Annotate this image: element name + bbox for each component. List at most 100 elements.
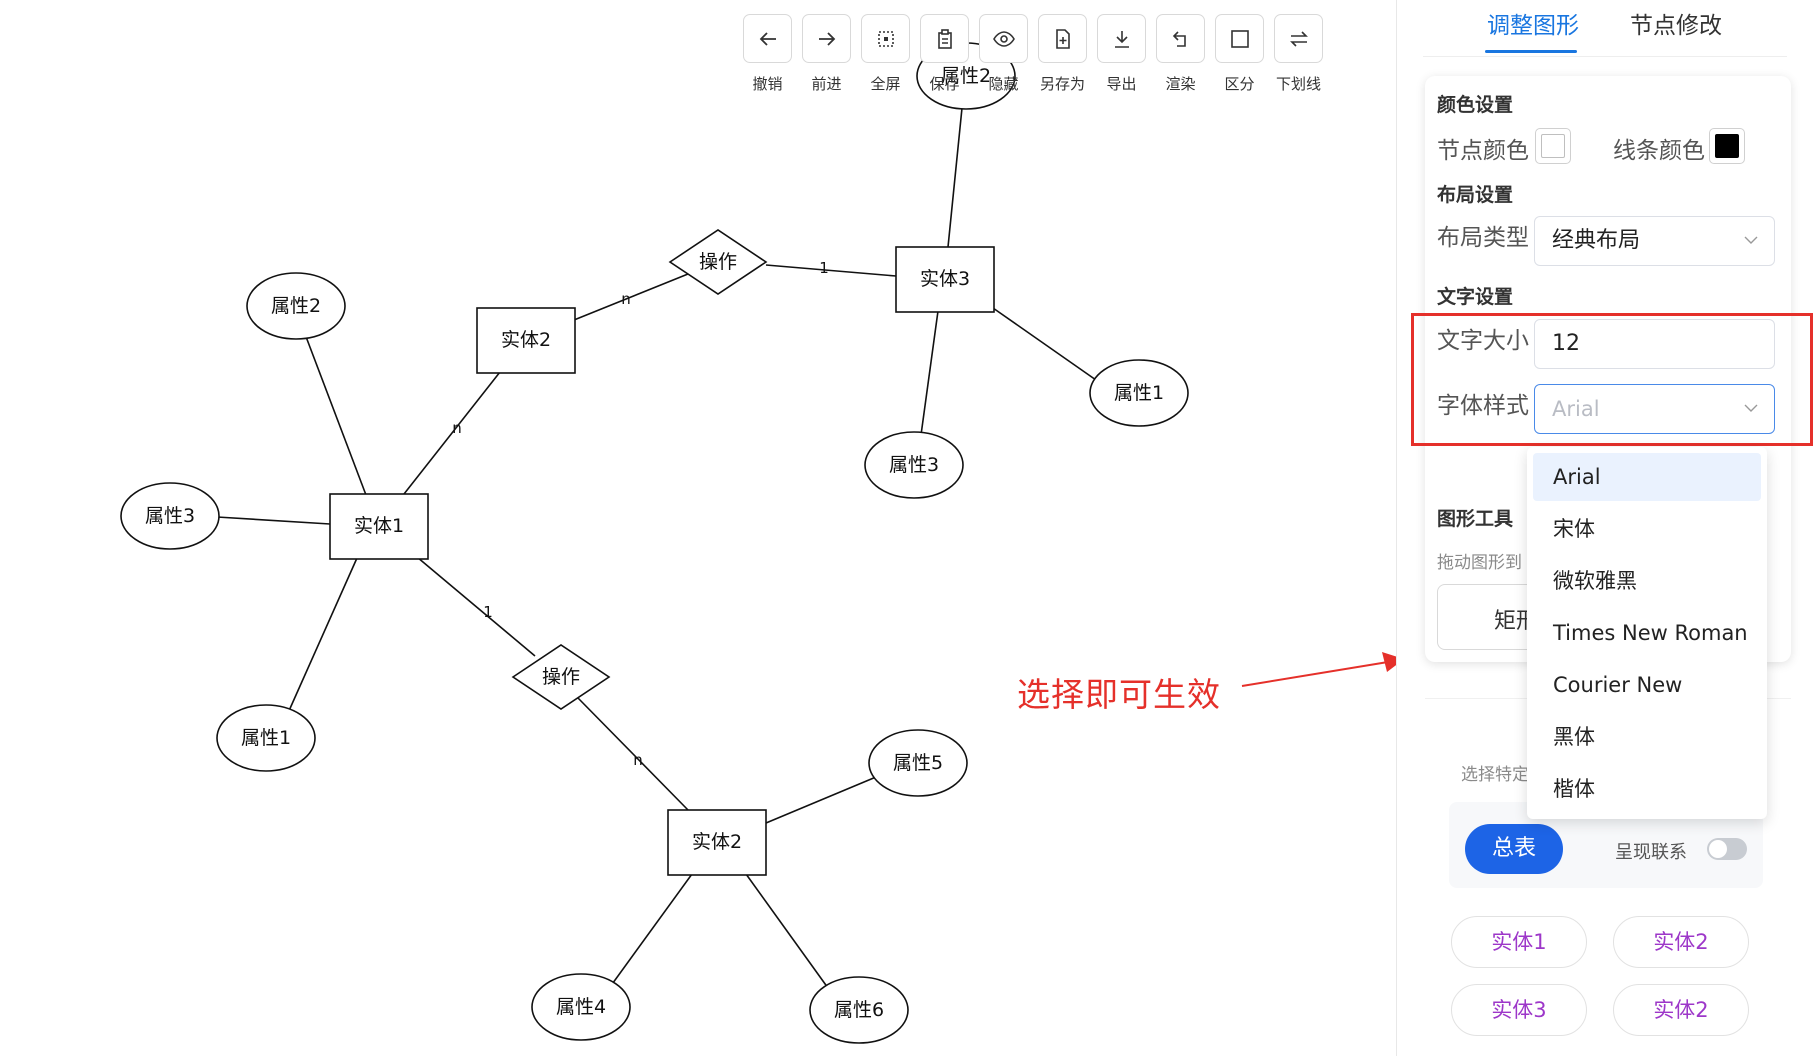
- text-settings-title: 文字设置: [1437, 286, 1514, 308]
- font-style-select[interactable]: Arial: [1534, 384, 1775, 434]
- font-size-value: 12: [1552, 331, 1580, 356]
- layout-type-select[interactable]: 经典布局: [1534, 216, 1775, 266]
- node-color-picker[interactable]: [1535, 128, 1571, 164]
- toggle-knob: [1709, 840, 1727, 858]
- return-icon: [1172, 30, 1186, 47]
- layout-type-label: 布局类型: [1437, 225, 1529, 251]
- attribute-node[interactable]: [864, 431, 964, 499]
- export-label: 导出: [1106, 75, 1137, 93]
- tab-adjust-shape[interactable]: 调整图形: [1487, 13, 1579, 39]
- annotation-text: 选择即可生效: [1017, 675, 1221, 714]
- download-icon: [1114, 30, 1129, 48]
- active-tab-indicator: [1485, 50, 1577, 53]
- cardinality-label: n: [633, 751, 643, 769]
- undo-button[interactable]: [743, 14, 792, 63]
- entity-chip[interactable]: 实体2: [1613, 916, 1749, 968]
- panel-tabs: 调整图形 节点修改: [1423, 0, 1787, 57]
- font-option-times[interactable]: Times New Roman: [1553, 621, 1748, 645]
- attribute-node[interactable]: [531, 973, 631, 1041]
- show-relations-label: 呈现联系: [1615, 842, 1687, 863]
- attribute-node[interactable]: [868, 729, 968, 797]
- diagram-canvas[interactable]: 实体1 实体2 实体3 实体2 操作 操作 属性2 属性3 属性1 属性2 属性…: [0, 0, 1404, 1056]
- font-option-heiti[interactable]: 黑体: [1553, 725, 1595, 749]
- entity-node[interactable]: [329, 493, 429, 560]
- fullscreen-button[interactable]: [861, 14, 910, 63]
- font-option-arial[interactable]: Arial: [1533, 453, 1761, 501]
- font-option-kaiti[interactable]: 楷体: [1553, 777, 1595, 801]
- font-size-label: 文字大小: [1437, 328, 1529, 354]
- undo-tool[interactable]: 撤销: [742, 14, 793, 94]
- save-as-tool[interactable]: 另存为: [1037, 14, 1088, 94]
- font-option-courier[interactable]: Courier New: [1553, 673, 1683, 697]
- entity-node[interactable]: [667, 809, 767, 876]
- entity-chip[interactable]: 实体3: [1451, 984, 1587, 1036]
- save-as-label: 另存为: [1039, 75, 1085, 93]
- node-color-swatch: [1541, 134, 1565, 158]
- fullscreen-tool[interactable]: 全屏: [860, 14, 911, 94]
- save-button[interactable]: [920, 14, 969, 63]
- layout-type-value: 经典布局: [1552, 228, 1641, 253]
- entity-node[interactable]: [895, 246, 995, 313]
- distinguish-button[interactable]: [1215, 14, 1264, 63]
- redo-label: 前进: [811, 75, 842, 93]
- entity-node[interactable]: [476, 307, 576, 374]
- font-style-placeholder: Arial: [1552, 397, 1600, 421]
- entity-label: 实体2: [501, 329, 551, 351]
- node-color-label: 节点颜色: [1437, 138, 1529, 164]
- relation-node[interactable]: [668, 229, 768, 295]
- render-button[interactable]: [1156, 14, 1205, 63]
- swap-icon: [1289, 30, 1308, 47]
- attribute-label: 属性1: [241, 727, 291, 749]
- distinguish-label: 区分: [1224, 75, 1255, 93]
- relation-label: 操作: [699, 251, 737, 273]
- chevron-down-icon: [1744, 236, 1758, 244]
- underline-label: 下划线: [1275, 75, 1321, 93]
- tab-node-edit[interactable]: 节点修改: [1630, 13, 1722, 39]
- entity-chip[interactable]: 实体2: [1613, 984, 1749, 1036]
- er-diagram[interactable]: 实体1 实体2 实体3 实体2 操作 操作 属性2 属性3 属性1 属性2 属性…: [0, 0, 1395, 1056]
- distinguish-tool[interactable]: 区分: [1214, 14, 1265, 94]
- line-color-picker[interactable]: [1709, 128, 1745, 164]
- redo-tool[interactable]: 前进: [801, 14, 852, 94]
- summary-table-button[interactable]: 总表: [1465, 824, 1563, 874]
- save-tool[interactable]: 保存: [919, 14, 970, 94]
- attribute-label: 属性3: [145, 505, 195, 527]
- entity-chip[interactable]: 实体1: [1451, 916, 1587, 968]
- attribute-node[interactable]: [809, 976, 909, 1044]
- shape-tools-title: 图形工具: [1437, 508, 1514, 530]
- fullscreen-label: 全屏: [870, 75, 901, 93]
- underline-tool[interactable]: 下划线: [1273, 14, 1324, 94]
- font-option-songti[interactable]: 宋体: [1553, 517, 1595, 541]
- attribute-label: 属性3: [889, 454, 939, 476]
- attribute-node[interactable]: [216, 704, 316, 772]
- attribute-label: 属性2: [271, 295, 321, 317]
- save-as-button[interactable]: [1038, 14, 1087, 63]
- line-color-label: 线条颜色: [1613, 138, 1705, 164]
- attribute-node[interactable]: [246, 272, 346, 340]
- attribute-node[interactable]: [120, 482, 220, 550]
- entity-label: 实体2: [692, 831, 742, 853]
- attribute-label: 属性1: [1114, 382, 1164, 404]
- arrow-left-icon: [759, 31, 776, 46]
- render-tool[interactable]: 渲染: [1155, 14, 1206, 94]
- relation-node[interactable]: [511, 644, 611, 710]
- attribute-label: 属性4: [556, 996, 606, 1018]
- color-settings-title: 颜色设置: [1437, 94, 1514, 116]
- entity-label: 实体1: [354, 515, 404, 537]
- redo-button[interactable]: [802, 14, 851, 63]
- hide-button[interactable]: [979, 14, 1028, 63]
- cardinality-label: n: [621, 290, 631, 308]
- show-relations-toggle[interactable]: [1707, 838, 1747, 860]
- hide-tool[interactable]: 隐藏: [978, 14, 1029, 94]
- font-style-label: 字体样式: [1437, 393, 1529, 419]
- font-option-yahei[interactable]: 微软雅黑: [1553, 569, 1637, 593]
- font-style-dropdown: Arial 宋体 微软雅黑 Times New Roman Courier Ne…: [1527, 447, 1767, 819]
- clipboard-icon: [937, 28, 952, 49]
- cardinality-label: 1: [483, 603, 493, 621]
- underline-button[interactable]: [1274, 14, 1323, 63]
- font-size-input[interactable]: 12: [1534, 319, 1775, 369]
- export-tool[interactable]: 导出: [1096, 14, 1147, 94]
- attribute-node[interactable]: [1089, 359, 1189, 427]
- export-button[interactable]: [1097, 14, 1146, 63]
- line-color-swatch: [1715, 134, 1739, 158]
